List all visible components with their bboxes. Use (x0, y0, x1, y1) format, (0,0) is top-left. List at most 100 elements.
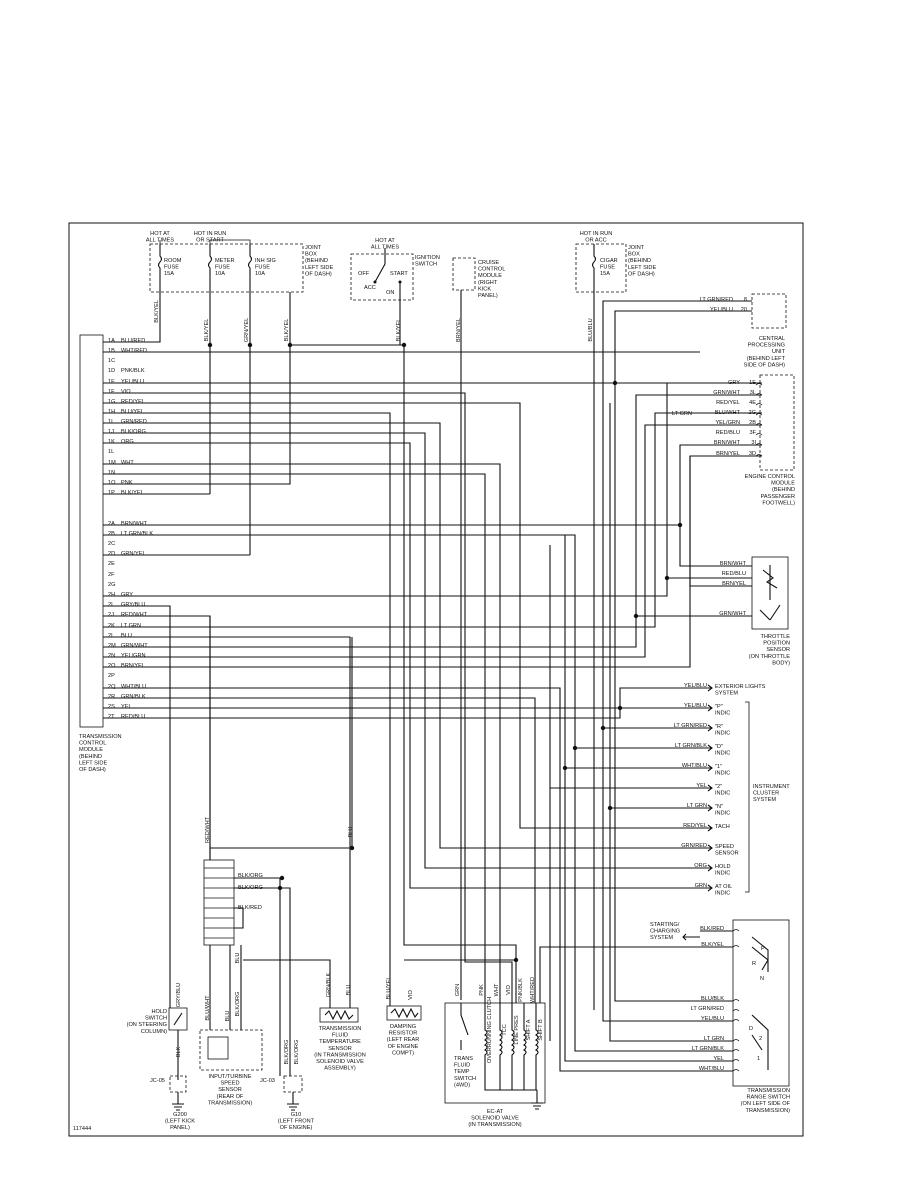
wire (103, 432, 700, 869)
tcm-pin-id: 2M (108, 643, 116, 649)
tcm-pin-wire: BLK/ORG (121, 429, 146, 435)
splice-dot (401, 342, 407, 348)
splice-dot (562, 765, 568, 771)
tcm-pin-id: 1I (108, 419, 113, 425)
svg-text:BLK/ORG: BLK/ORG (238, 873, 263, 879)
splice-dot (279, 875, 285, 881)
cpu-wire: LT GRN/RED (700, 297, 733, 303)
svg-text:JC-05: JC-05 (150, 1078, 165, 1084)
wire (614, 310, 752, 1002)
tcm-pin-id: 2G (108, 582, 115, 588)
splice-dot (612, 380, 618, 386)
tcm-pin-id: 2L (108, 633, 114, 639)
wire (103, 412, 762, 628)
tcm-pin-id: 2R (108, 694, 115, 700)
tcm-pin-id: 1M (108, 460, 116, 466)
svg-text:ON: ON (386, 290, 394, 296)
wire (103, 687, 700, 719)
arrow-icon (700, 704, 713, 712)
tcm-pin-id: 2Q (108, 684, 116, 690)
tcm-pin-id: 1F (108, 389, 115, 395)
cluster-wire: LT GRN/RED (674, 723, 707, 729)
tcm-pin-id: 2O (108, 663, 116, 669)
solenoid-coil-icon (510, 1003, 537, 1091)
solenoid-coil-icon (483, 1003, 537, 1091)
wire (103, 320, 161, 343)
range-wire: LT GRN/BLK (692, 1046, 724, 1052)
wire (103, 697, 536, 1003)
connector-icon (755, 433, 763, 436)
wire (103, 534, 733, 1052)
cluster-wire: YEL/BLU (684, 703, 707, 709)
top-wire-labels: BLK/YEL BLK/YEL GRN/YEL BLK/YEL BLK/YEL … (154, 300, 594, 342)
tcm-pin-id: 2J (108, 612, 114, 618)
tcm-pin-id: 1P (108, 490, 115, 496)
tps-wire: GRN/WHT (719, 611, 746, 617)
arrow-icon (700, 684, 713, 692)
svg-text:BLK/RED: BLK/RED (238, 905, 262, 911)
tcm-pin-id: 1H (108, 409, 115, 415)
tcm-pin-wire: RED/BLU (121, 714, 145, 720)
solenoid-coil-label: SHIFT B (538, 1019, 544, 1041)
tcm-pin-id: 1L (108, 449, 114, 455)
tcm-pin-id: 1E (108, 379, 115, 385)
wire (679, 525, 752, 567)
cigar-fuse-icon (591, 244, 597, 1010)
cluster-wire: GRN (695, 883, 707, 889)
wire (549, 545, 700, 1041)
tcm-pin-wire: BLU (121, 633, 132, 639)
tcm-pin-wire: LT GRN (121, 623, 141, 629)
svg-text:ACC: ACC (364, 285, 376, 291)
arrow-icon (700, 784, 713, 792)
svg-text:GRY/BLU: GRY/BLU (176, 983, 182, 1007)
wire (243, 959, 331, 1008)
tcm-pin-wire: WHT/RED (121, 348, 147, 354)
svg-text:BLU: BLU (348, 827, 354, 838)
arrow-icon (700, 884, 713, 892)
cluster-wire: GRN/RED (681, 843, 707, 849)
connector-icon (732, 1009, 740, 1012)
ignition-switch-icon (374, 248, 386, 283)
cluster-indicator: "R"INDIC (715, 724, 730, 736)
wire (602, 300, 752, 1022)
arrow-icon (700, 764, 713, 772)
tcm-pin-id: 2T (108, 714, 115, 720)
tcm-pin-wire: ORG (121, 439, 134, 445)
meter-fuse-icon (207, 244, 213, 345)
connector-icon (732, 1039, 740, 1042)
svg-text:BLU/WHT: BLU/WHT (205, 995, 211, 1021)
inh-sig-fuse-icon (247, 244, 253, 345)
wire (103, 605, 171, 1008)
tcm-pin-wire: BLK/YEL (121, 490, 144, 496)
tcm-pin-wire: WHT (121, 460, 134, 466)
solenoid-wire: VIO (506, 985, 512, 995)
tcm-pin-id: 1D (108, 368, 115, 374)
selector-contacts-icon (751, 936, 769, 972)
ecm-pin: 2B (749, 420, 756, 426)
splice-dot (349, 845, 355, 851)
cluster-wire: ORG (694, 863, 707, 869)
svg-text:RED/WHT: RED/WHT (205, 816, 211, 843)
solenoid-coil-icon (522, 1003, 537, 1091)
solenoid-coil-label: SHIFT A (526, 1019, 532, 1040)
connector-block-icon (203, 859, 235, 946)
splice-dot (607, 805, 613, 811)
